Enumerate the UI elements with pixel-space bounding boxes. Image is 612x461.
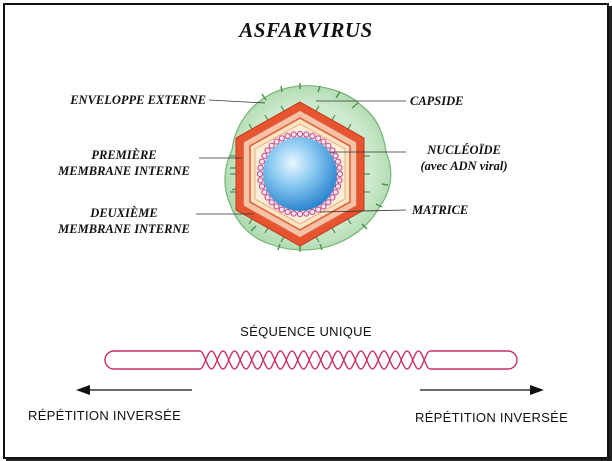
label-capside: CAPSIDE [410, 93, 464, 109]
label-repetition-gauche: RÉPÉTITION INVERSÉE [28, 408, 181, 423]
nucleoid-bead [335, 159, 340, 164]
nucleoid-bead [326, 200, 331, 205]
nucleoid-bead [326, 143, 331, 148]
nucleoid-bead [310, 209, 315, 214]
nucleoid-bead [262, 153, 267, 158]
nucleoid-bead [279, 136, 284, 141]
nucleoid-bead [337, 171, 342, 176]
label-premiere-line1: PREMIÈRE [52, 147, 196, 163]
label-nucleoide-line1: NUCLÉOÏDE [404, 142, 524, 158]
nucleoid-bead [316, 207, 321, 212]
nucleoid-bead [321, 204, 326, 209]
nucleoid-bead [269, 143, 274, 148]
nucleoid-bead [274, 139, 279, 144]
nucleoid-bead [304, 132, 309, 137]
left-arrow [76, 385, 192, 395]
nucleoid-bead [330, 195, 335, 200]
nucleoid-bead [269, 200, 274, 205]
nucleoid-bead [321, 139, 326, 144]
label-deuxieme-membrane: DEUXIÈME MEMBRANE INTERNE [52, 205, 196, 237]
label-deuxieme-line1: DEUXIÈME [52, 205, 196, 221]
nucleoid-bead [279, 207, 284, 212]
nucleoid-bead [258, 178, 263, 183]
nucleoid-bead [337, 178, 342, 183]
label-sequence-unique: SÉQUENCE UNIQUE [0, 324, 612, 339]
dna-molecule [105, 351, 517, 369]
dna-strand [200, 351, 430, 369]
nucleoid-bead [257, 171, 262, 176]
nucleoid-bead [274, 204, 279, 209]
nucleoid-bead [291, 211, 296, 216]
nucleoid-bead [262, 190, 267, 195]
nucleoid-bead [337, 165, 342, 170]
dna-strand [200, 351, 430, 369]
label-repetition-droite: RÉPÉTITION INVERSÉE [415, 410, 568, 425]
nucleoid-bead [265, 195, 270, 200]
label-nucleoide: NUCLÉOÏDE (avec ADN viral) [404, 142, 524, 174]
nucleoid-bead [333, 153, 338, 158]
right-arrow [420, 385, 544, 395]
label-premiere-line2: MEMBRANE INTERNE [52, 163, 196, 179]
label-enveloppe-externe: ENVELOPPE EXTERNE [70, 92, 206, 108]
nucleoid-bead [285, 133, 290, 138]
label-nucleoide-line2: (avec ADN viral) [404, 158, 524, 174]
nucleoid-bead [333, 190, 338, 195]
nucleoid-bead [285, 209, 290, 214]
dna-double-helix [200, 351, 430, 369]
nucleoid-bead [335, 184, 340, 189]
nucleoid-bead [291, 132, 296, 137]
label-deuxieme-line2: MEMBRANE INTERNE [52, 221, 196, 237]
nucleoid-bead [297, 211, 302, 216]
label-premiere-membrane: PREMIÈRE MEMBRANE INTERNE [52, 147, 196, 179]
nucleoid-bead [310, 133, 315, 138]
nucleoid-bead [304, 211, 309, 216]
nucleoid [263, 137, 337, 211]
nucleoid-bead [259, 184, 264, 189]
nucleoid-bead [259, 159, 264, 164]
nucleoid-bead [265, 148, 270, 153]
label-matrice: MATRICE [412, 202, 468, 218]
nucleoid-bead [258, 165, 263, 170]
nucleoid-bead [316, 136, 321, 141]
nucleoid-bead [297, 131, 302, 136]
